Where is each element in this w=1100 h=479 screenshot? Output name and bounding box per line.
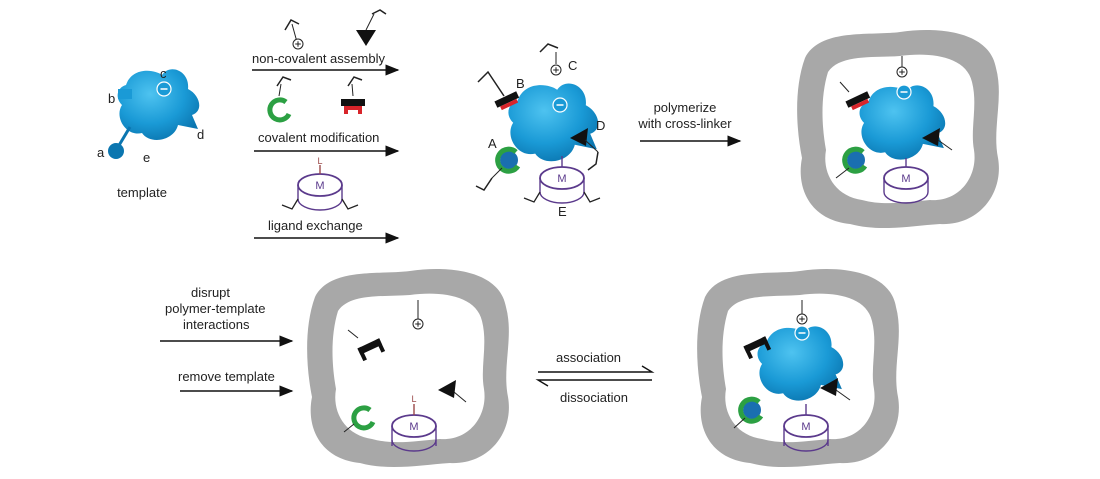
rebound-imprinted-polymer: M [697, 268, 899, 468]
non-covalent-label: non-covalent assembly [252, 51, 385, 66]
metal-label-3: M [901, 173, 910, 185]
triangle-monomer-icon [356, 9, 387, 46]
ligand-label: L [317, 156, 322, 166]
metal-label: M [315, 180, 324, 192]
ligand-exchange-label: ligand exchange [268, 218, 363, 233]
site-label-e: e [143, 150, 150, 165]
template-label: template [117, 185, 167, 200]
covalent-label: covalent modification [258, 130, 379, 145]
metal-complex-monomer-icon [281, 165, 359, 211]
imprinted-polymer-with-template: M [797, 29, 999, 229]
polymerize-label-1: polymerize [654, 100, 717, 115]
prepolymerization-complex: B C D A M E [475, 43, 605, 219]
clamp-monomer-icon [341, 99, 365, 114]
association-arrow [538, 365, 655, 373]
metal-label-4: M [409, 421, 418, 433]
template-molecule: b c d a e template [97, 66, 204, 200]
association-label: association [556, 350, 621, 365]
site-label-c: c [160, 66, 167, 81]
group-label-B: B [516, 76, 525, 91]
site-label-d: d [197, 127, 204, 142]
disrupt-label-3: interactions [183, 317, 250, 332]
dissociation-label: dissociation [560, 390, 628, 405]
remove-template-label: remove template [178, 369, 275, 384]
group-label-E: E [558, 204, 567, 219]
ligand-label-2: L [411, 394, 416, 404]
empty-imprinted-polymer: L M [307, 268, 509, 468]
metal-label-2: M [557, 173, 566, 185]
group-label-C: C [568, 58, 577, 73]
positive-monomer-icon [292, 38, 304, 50]
monomer-steps: non-covalent assembly covalent modificat… [252, 9, 400, 244]
polymerize-label-2: with cross-linker [637, 116, 732, 131]
disrupt-label-1: disrupt [191, 285, 230, 300]
metal-label-5: M [801, 421, 810, 433]
disrupt-label-2: polymer-template [165, 301, 265, 316]
group-label-A: A [488, 136, 497, 151]
group-label-D: D [596, 118, 605, 133]
dissociation-arrow [535, 379, 652, 387]
site-label-a: a [97, 145, 105, 160]
site-label-b: b [108, 91, 115, 106]
green-ring-monomer-icon [267, 97, 292, 123]
